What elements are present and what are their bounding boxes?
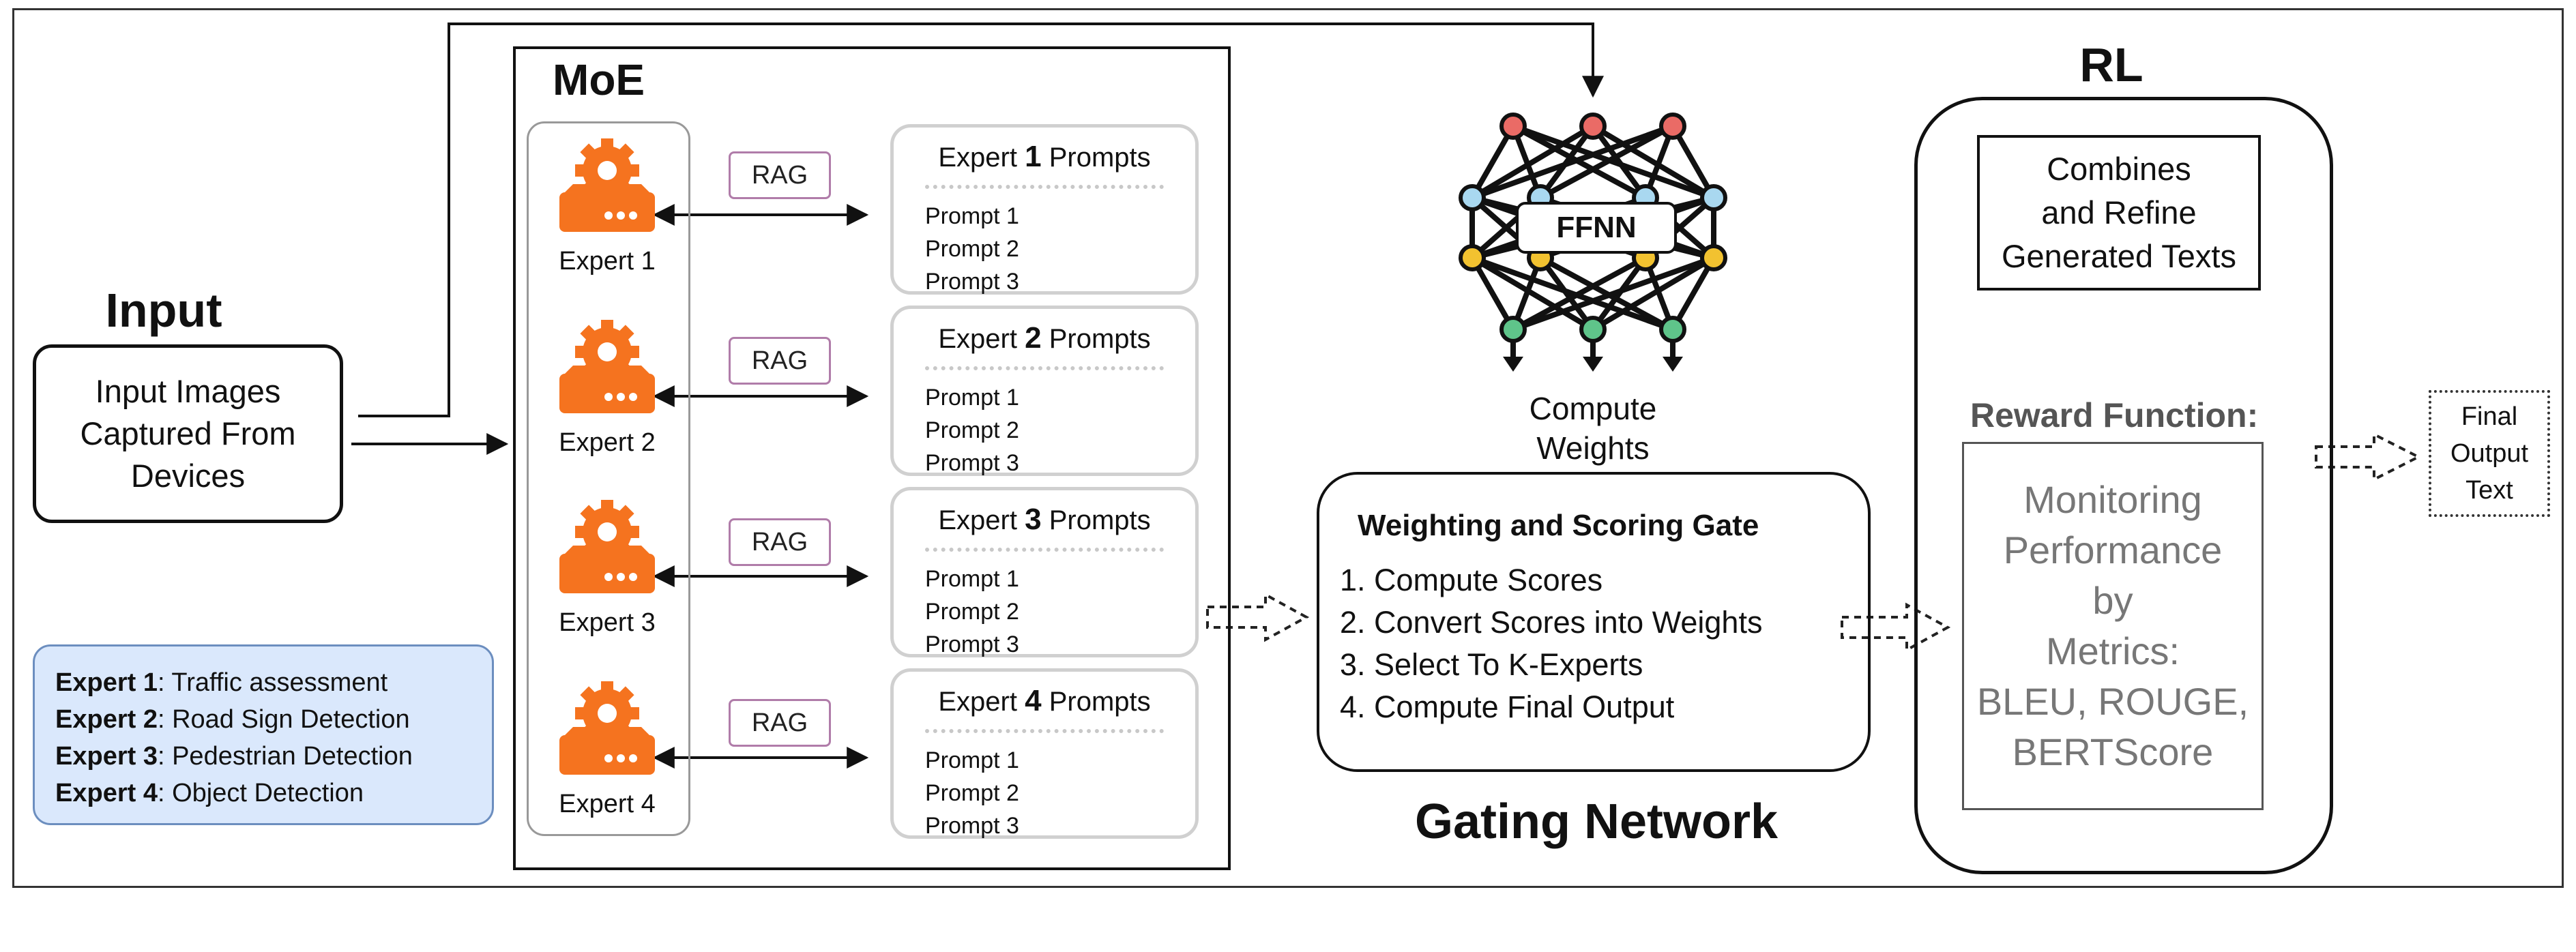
compute-weights-label: Compute Weights [1487,385,1699,471]
ffnn-network [1459,113,1727,372]
prompt-box-title: Expert 3 Prompts [938,503,1151,536]
prompt-box-title: Expert 2 Prompts [938,321,1151,355]
expert-label: Expert 3 [559,608,656,637]
expert-label: Expert 4 [559,790,656,818]
output-line: Output [2450,439,2529,468]
expert-3: Expert 3 [539,498,675,651]
prompt-list: Prompt 1 Prompt 2 Prompt 3 [925,563,1019,661]
prompt-item: Prompt 2 [925,780,1019,806]
monitor-line: Performance [2003,529,2223,571]
server-gear-icon [559,500,655,593]
expert-1: Expert 1 [539,136,675,290]
legend-item: Expert 4: Object Detection [55,779,364,807]
input-heading: Input [105,284,222,337]
prompt-box-4: Expert 4 Prompts Prompt 1 Prompt 2 Promp… [890,668,1199,839]
outer-frame [12,8,2564,888]
gate-step: 1. Compute Scores [1340,563,1603,597]
input-box: Input Images Captured From Devices [33,344,343,523]
combine-line: Generated Texts [2001,238,2236,274]
monitor-line: Metrics: [2046,629,2180,672]
compute-weights-line: Compute [1529,390,1657,426]
input-line-2: Captured From [80,415,296,451]
rag-box-4: RAG [729,699,831,747]
legend-item: Expert 1: Traffic assessment [55,668,388,697]
combine-refine-box: Combines and Refine Generated Texts [1977,135,2261,291]
weighting-scoring-gate: Weighting and Scoring Gate 1. Compute Sc… [1317,472,1871,772]
moe-heading: MoE [553,55,645,104]
compute-weights-line: Weights [1536,430,1650,466]
prompt-item: Prompt 1 [925,203,1019,229]
rag-box-2: RAG [729,337,831,385]
moe-to-gate-arrow [1206,592,1310,642]
expert-label: Expert 2 [559,428,656,457]
prompt-item: Prompt 3 [925,813,1019,839]
rl-frame [1914,97,2333,874]
output-line: Text [2465,476,2513,505]
expert-4: Expert 4 [539,679,675,833]
moe-frame [513,46,1231,870]
prompt-item: Prompt 1 [925,566,1019,592]
gating-network-heading: Gating Network [1414,794,1779,849]
monitor-line: by [2092,579,2133,622]
monitor-line: Monitoring [2023,478,2202,521]
ffnn-label: FFNN [1516,202,1677,254]
prompt-item: Prompt 2 [925,599,1019,625]
input-to-ffnn-connector [358,23,1604,417]
prompt-box-title: Expert 4 Prompts [938,684,1151,717]
experts-column [527,121,690,836]
prompt-item: Prompt 1 [925,747,1019,773]
prompt-item: Prompt 2 [925,236,1019,262]
dotted-divider [925,729,1164,733]
output-line: Final [2461,402,2518,431]
expert-2: Expert 2 [539,318,675,471]
rag-box-3: RAG [729,518,831,566]
dotted-divider [925,548,1164,552]
server-gear-icon [559,138,655,232]
dotted-divider [925,366,1164,370]
expert-label: Expert 1 [559,247,656,276]
rag-box-1: RAG [729,151,831,199]
final-output-box: Final Output Text [2429,390,2550,517]
prompt-item: Prompt 1 [925,385,1019,411]
prompt-item: Prompt 2 [925,417,1019,443]
monitor-line: BERTScore [2012,730,2214,773]
rl-to-output-arrow [2315,432,2422,482]
dotted-divider [925,185,1164,189]
monitoring-box: Monitoring Performance by Metrics: BLEU,… [1962,442,2264,810]
expert-legend: Expert 1: Traffic assessment Expert 2: R… [33,644,494,825]
server-gear-icon [559,320,655,413]
combine-line: Combines [2047,151,2191,187]
gate-step: 2. Convert Scores into Weights [1340,605,1763,640]
legend-item: Expert 2: Road Sign Detection [55,705,410,734]
input-line-1: Input Images [95,373,281,409]
reward-function-title: Reward Function: [1970,396,2259,434]
gate-step: 3. Select To K-Experts [1340,647,1643,682]
input-line-3: Devices [130,458,246,494]
prompt-list: Prompt 1 Prompt 2 Prompt 3 [925,744,1019,842]
prompt-box-title: Expert 1 Prompts [938,140,1151,173]
gate-to-rl-arrow [1841,602,1951,653]
prompt-box-3: Expert 3 Prompts Prompt 1 Prompt 2 Promp… [890,487,1199,657]
monitor-line: BLEU, ROUGE, [1976,680,2249,723]
prompt-list: Prompt 1 Prompt 2 Prompt 3 [925,381,1019,479]
gate-step: 4. Compute Final Output [1340,689,1675,724]
prompt-item: Prompt 3 [925,269,1019,295]
legend-item: Expert 3: Pedestrian Detection [55,742,413,771]
prompt-item: Prompt 3 [925,450,1019,476]
prompt-box-1: Expert 1 Prompts Prompt 1 Prompt 2 Promp… [890,124,1199,295]
prompt-list: Prompt 1 Prompt 2 Prompt 3 [925,200,1019,298]
gate-title: Weighting and Scoring Gate [1358,509,1759,542]
rl-heading: RL [2079,38,2143,91]
prompt-item: Prompt 3 [925,631,1019,657]
server-gear-icon [559,681,655,775]
combine-line: and Refine [2041,194,2197,230]
prompt-box-2: Expert 2 Prompts Prompt 1 Prompt 2 Promp… [890,306,1199,476]
